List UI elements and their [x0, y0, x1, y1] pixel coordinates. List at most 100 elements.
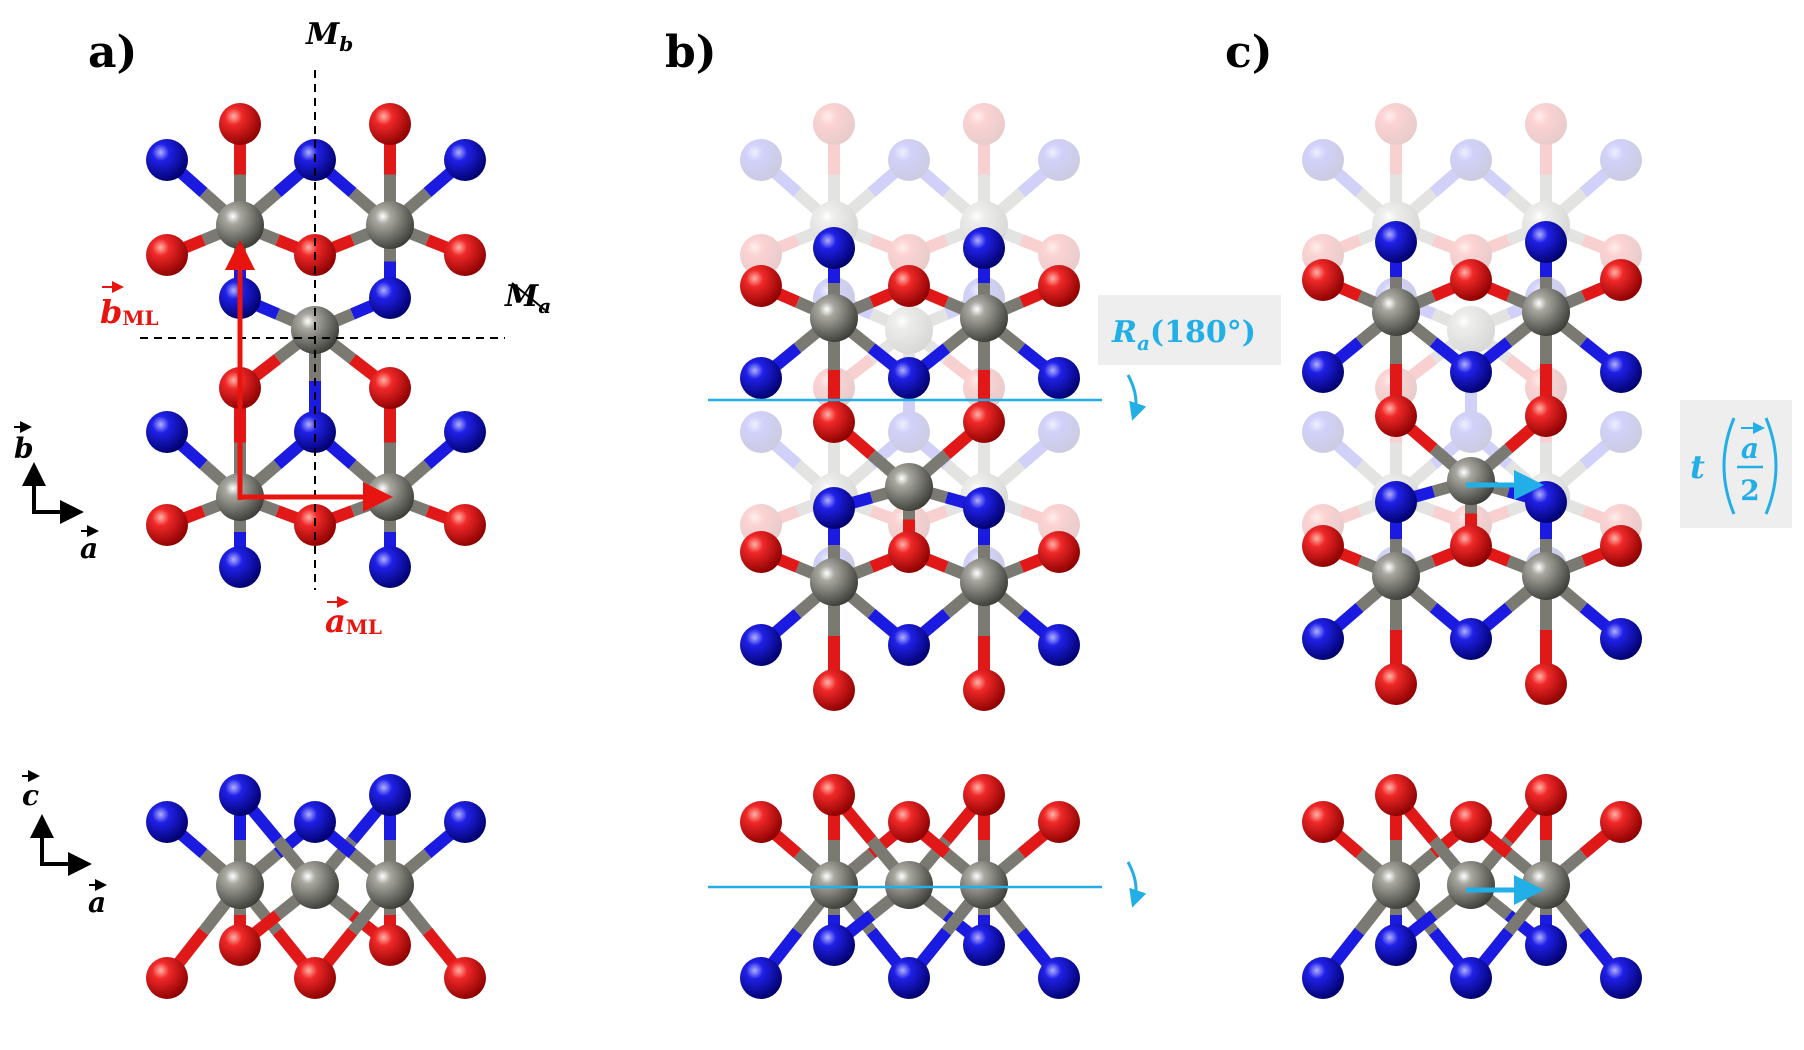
metal-atom	[1372, 552, 1420, 600]
metal-atom	[216, 201, 264, 249]
nitrogen-atom	[813, 487, 855, 529]
oxygen-atom	[146, 504, 188, 546]
nitrogen-atom	[1450, 618, 1492, 660]
crystal-structures	[146, 103, 1642, 999]
nitrogen-atom	[1600, 618, 1642, 660]
nitrogen-atom	[1375, 924, 1417, 966]
translation-paren-left	[1722, 417, 1736, 515]
oxygen-atom	[740, 531, 782, 573]
faded-reference-structures	[740, 103, 1642, 999]
rotation-label: Ra(180°)	[1111, 315, 1256, 355]
nitrogen-atom	[1450, 351, 1492, 393]
oxygen-atom	[1038, 265, 1080, 307]
nitrogen-atom	[888, 357, 930, 399]
oxygen-atom	[146, 234, 188, 276]
axis-a-label-bottom: a	[88, 886, 106, 919]
metal-atom	[216, 861, 264, 909]
nitrogen-atom	[1600, 957, 1642, 999]
oxygen-atom	[740, 234, 782, 276]
oxygen-atom	[963, 103, 1005, 145]
nitrogen-atom	[1375, 221, 1417, 263]
nitrogen-atom	[1600, 411, 1642, 453]
translation-label-t: t	[1690, 448, 1705, 486]
nitrogen-atom	[444, 801, 486, 843]
oxygen-atom	[1450, 801, 1492, 843]
nitrogen-atom	[813, 924, 855, 966]
oxygen-atom	[963, 669, 1005, 711]
mirror-a-label: Ma	[504, 279, 551, 318]
panel-b-annotations	[708, 295, 1281, 908]
oxygen-atom	[963, 401, 1005, 443]
nitrogen-atom	[1525, 221, 1567, 263]
nitrogen-atom	[219, 546, 261, 588]
lattice-b-ml-label: bML	[100, 293, 159, 331]
metal-atom	[885, 306, 933, 354]
axis-triad-bottom	[30, 814, 92, 876]
oxygen-atom	[294, 957, 336, 999]
oxygen-atom	[888, 531, 930, 573]
nitrogen-atom	[1450, 957, 1492, 999]
nitrogen-atom	[1038, 357, 1080, 399]
nitrogen-atom	[963, 227, 1005, 269]
metal-atom	[366, 201, 414, 249]
axis-a-label-top: a	[80, 532, 98, 565]
rotation-arrow-icon-bottom	[1126, 861, 1147, 908]
oxygen-atom	[1450, 259, 1492, 301]
nitrogen-atom	[1302, 411, 1344, 453]
nitrogen-atom	[740, 139, 782, 181]
oxygen-atom	[146, 957, 188, 999]
nitrogen-atom	[369, 774, 411, 816]
nitrogen-atom	[1450, 411, 1492, 453]
oxygen-atom	[1038, 801, 1080, 843]
nitrogen-atom	[1375, 481, 1417, 523]
metal-atom	[810, 558, 858, 606]
nitrogen-atom	[740, 624, 782, 666]
oxygen-atom	[813, 774, 855, 816]
oxygen-atom	[888, 265, 930, 307]
nitrogen-atom	[740, 357, 782, 399]
nitrogen-atom	[740, 957, 782, 999]
metal-atom	[1447, 306, 1495, 354]
nitrogen-atom	[1038, 411, 1080, 453]
nitrogen-atom	[1600, 351, 1642, 393]
oxygen-atom	[219, 103, 261, 145]
metal-atom	[960, 861, 1008, 909]
nitrogen-atom	[369, 546, 411, 588]
nitrogen-atom	[369, 277, 411, 319]
oxygen-atom	[1600, 259, 1642, 301]
translation-label-box	[1680, 400, 1792, 528]
oxygen-atom	[444, 957, 486, 999]
rotation-label-box	[1098, 295, 1281, 365]
nitrogen-atom	[1302, 618, 1344, 660]
nitrogen-atom	[963, 924, 1005, 966]
nitrogen-atom	[444, 411, 486, 453]
nitrogen-atom	[1302, 351, 1344, 393]
oxygen-atom	[1450, 525, 1492, 567]
panel-c-label: c)	[1225, 27, 1273, 78]
lattice-a-ml-label: aML	[325, 602, 382, 640]
panel-a-label: a)	[88, 27, 137, 78]
metal-atom	[1522, 288, 1570, 336]
metal-atom	[1372, 288, 1420, 336]
oxygen-atom	[1302, 259, 1344, 301]
oxygen-atom	[369, 103, 411, 145]
nitrogen-atom	[1038, 624, 1080, 666]
metal-atom	[810, 294, 858, 342]
metal-atom	[960, 294, 1008, 342]
axis-b-label: b	[14, 432, 34, 465]
panel-b-label: b)	[665, 27, 717, 78]
figure-text: a) b) c) Mb Ma bML aML b a c a Ra(180°) …	[14, 17, 1760, 919]
oxygen-atom	[1302, 525, 1344, 567]
oxygen-atom	[1600, 801, 1642, 843]
metal-atom	[1522, 861, 1570, 909]
metal-atom	[810, 861, 858, 909]
nitrogen-atom	[888, 139, 930, 181]
oxygen-atom	[1375, 395, 1417, 437]
oxygen-atom	[369, 924, 411, 966]
oxygen-atom	[1525, 395, 1567, 437]
metal-atom	[1522, 552, 1570, 600]
metal-atom	[1447, 457, 1495, 505]
oxygen-atom	[813, 401, 855, 443]
oxygen-atom	[740, 801, 782, 843]
